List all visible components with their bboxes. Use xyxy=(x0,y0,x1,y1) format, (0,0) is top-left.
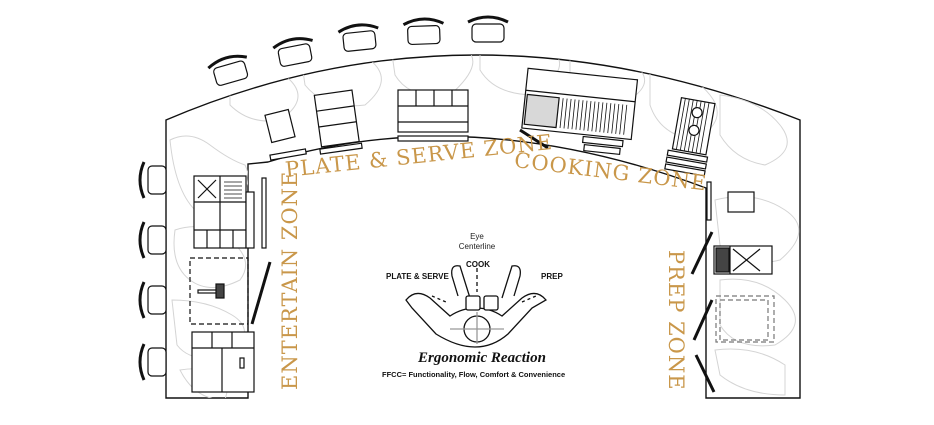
ffcc-subtitle: FFCC= Functionality, Flow, Comfort & Con… xyxy=(382,370,566,379)
cook-label: COOK xyxy=(466,260,490,269)
eye-label-line1: Eye xyxy=(470,232,484,241)
ergonomic-reaction-title: Ergonomic Reaction xyxy=(418,350,546,366)
prep-zone-label: PREP ZONE xyxy=(664,250,688,391)
prep-label: PREP xyxy=(541,272,563,281)
eye-label-line2: Centerline xyxy=(458,242,496,251)
entertain-appliances xyxy=(189,175,272,393)
entertain-zone-label: ENTERTAIN ZONE xyxy=(278,170,302,390)
bar-stools-left xyxy=(138,161,167,381)
plate-serve-appliances xyxy=(264,89,469,161)
eye-centerline-label: Eye Centerline xyxy=(452,232,502,252)
ergonomic-figure xyxy=(405,265,547,348)
bar-stools-top xyxy=(207,15,509,86)
prep-appliances xyxy=(690,181,775,393)
plate-serve-label: PLATE & SERVE xyxy=(386,272,449,281)
cooking-appliances xyxy=(519,67,716,177)
